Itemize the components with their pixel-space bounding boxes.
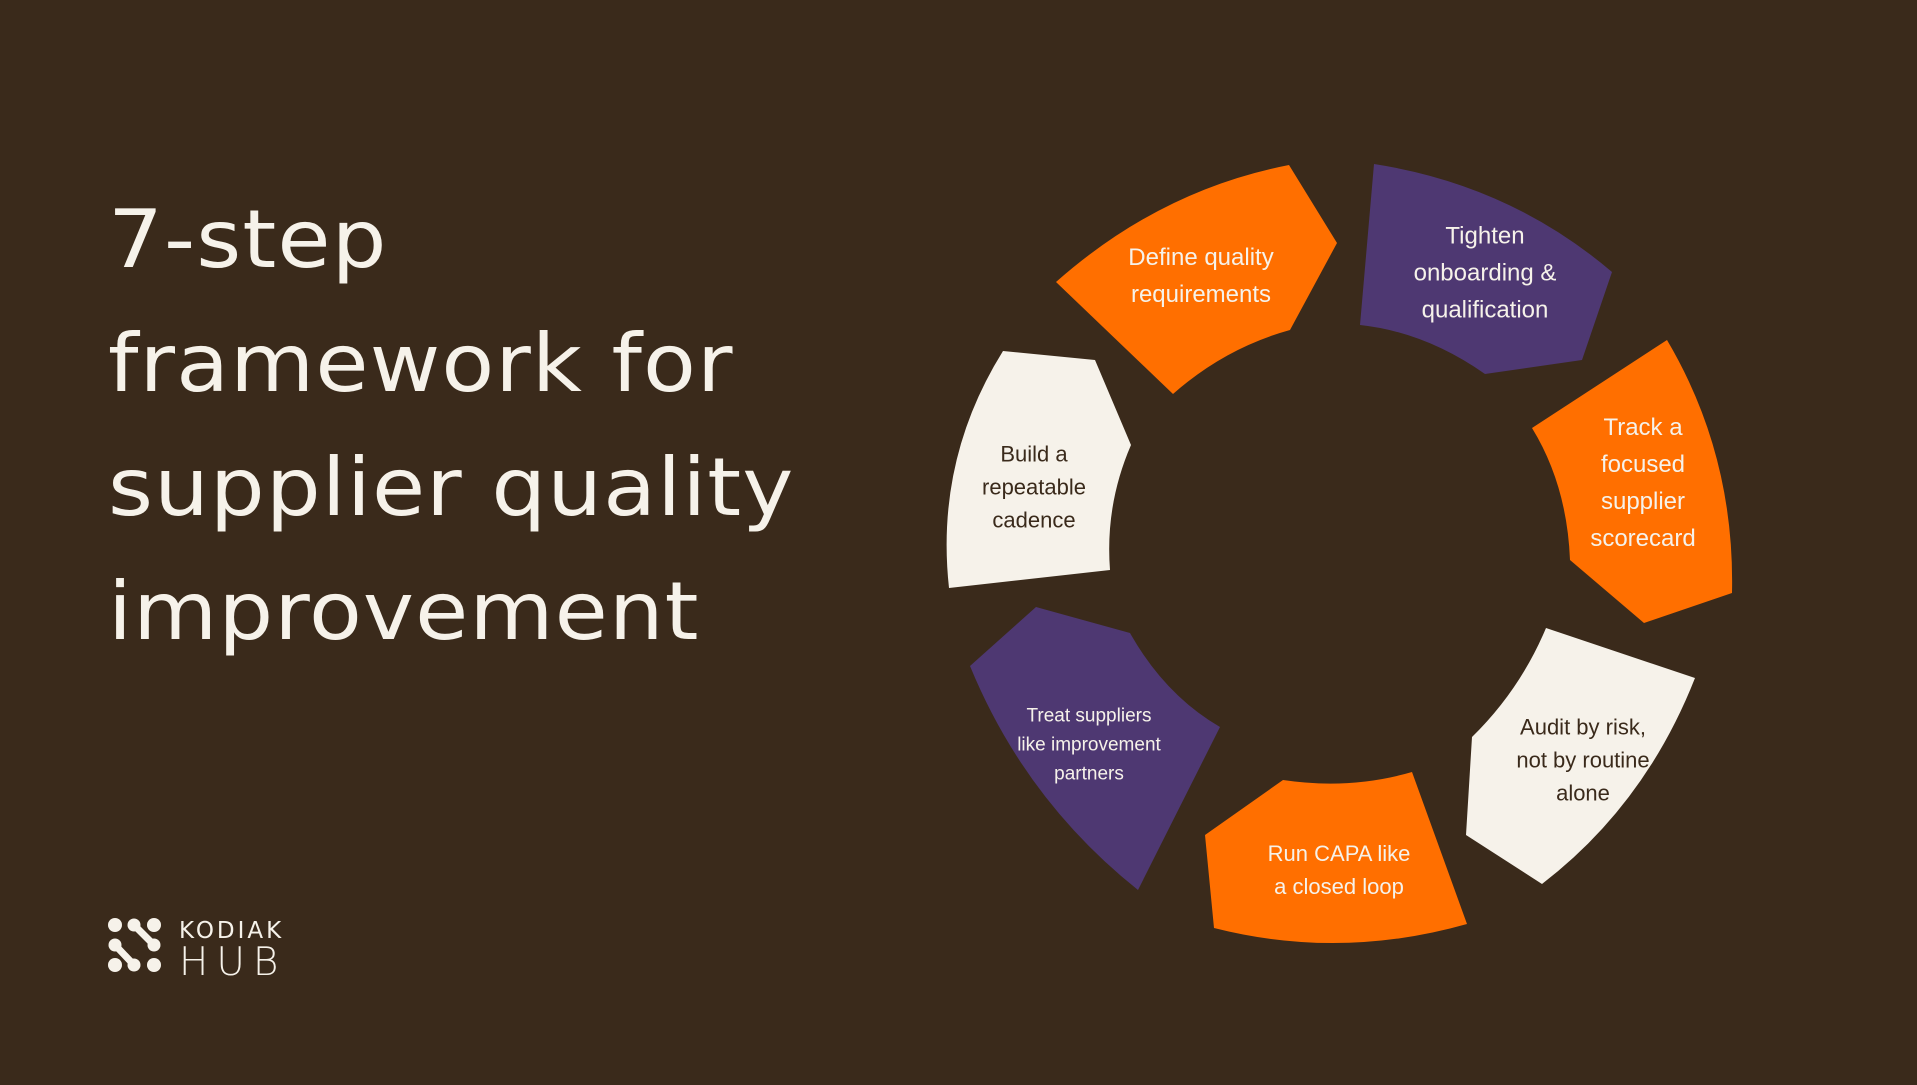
step-label-track-scorecard: Track a focused supplier scorecard (1590, 414, 1696, 552)
page-title: 7-step framework for supplier quality im… (108, 178, 794, 674)
segment-define-quality (1056, 165, 1337, 394)
segment-track-scorecard (1532, 340, 1733, 623)
title-line-2: framework for (108, 317, 734, 410)
kodiak-dots-logo-icon (108, 918, 161, 972)
segment-run-capa (1205, 772, 1467, 944)
segment-treat-suppliers (970, 607, 1220, 890)
logo-wordmark-hub: HUB (179, 940, 287, 985)
title-line-3: supplier quality (108, 441, 795, 534)
step-label-audit-by-risk: Audit by risk, not by routine alone (1516, 714, 1650, 806)
title-line-1: 7-step (108, 193, 388, 286)
step-label-tighten-onboarding: Tighten onboarding & qualification (1413, 222, 1557, 324)
segment-build-cadence (946, 351, 1131, 588)
segment-tighten-onboarding (1360, 164, 1612, 374)
title-line-4: improvement (108, 565, 700, 658)
step-label-build-cadence: Build a repeatable cadence (982, 441, 1086, 533)
segment-audit-by-risk (1466, 628, 1695, 884)
logo-wordmark-kodiak: KODIAK (179, 918, 285, 944)
step-label-run-capa: Run CAPA like a closed loop (1267, 841, 1411, 899)
step-label-treat-suppliers: Treat suppliers like improvement partner… (1017, 705, 1161, 785)
step-label-define-quality: Define quality requirements (1128, 244, 1274, 308)
